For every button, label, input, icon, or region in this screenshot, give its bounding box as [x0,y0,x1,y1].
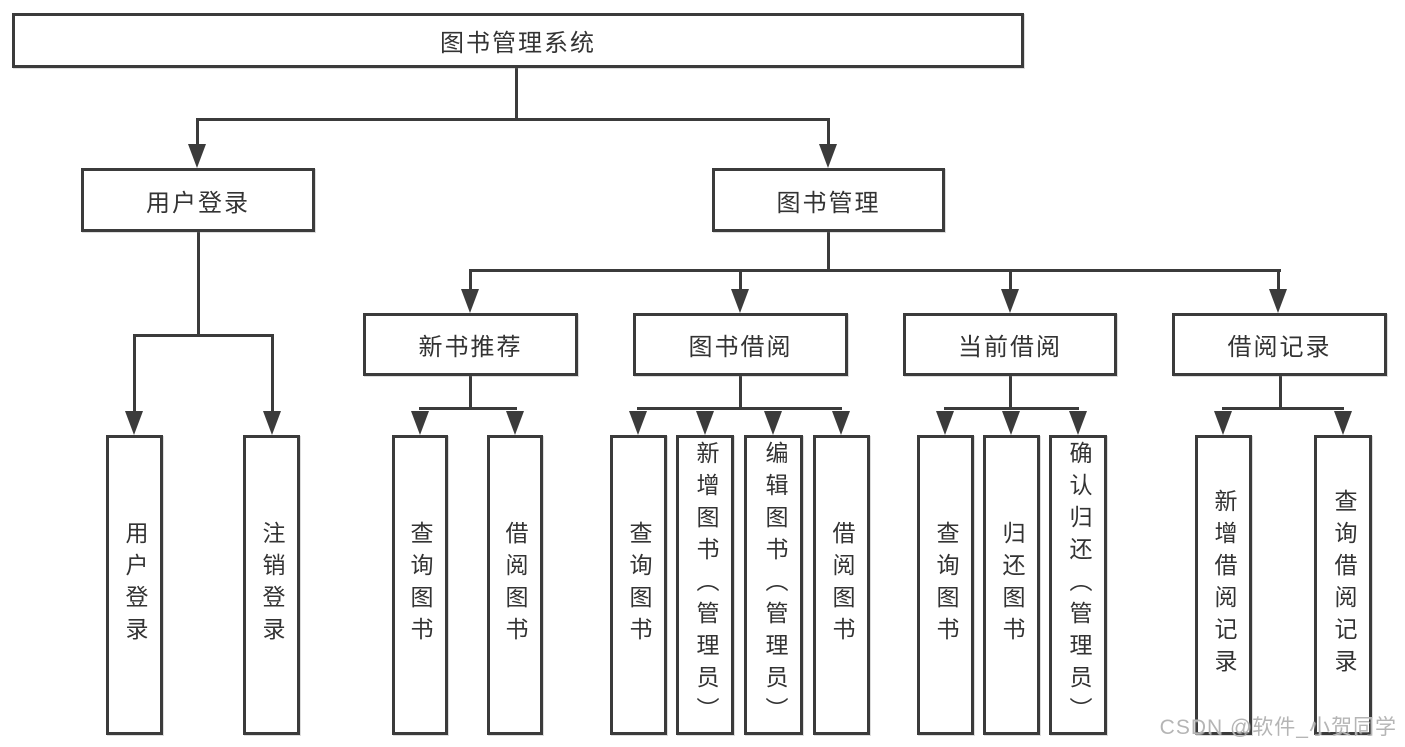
leaf-label: 查询图书 [407,521,433,649]
node-user-login: 用户登录 [81,168,315,232]
arrowhead-current-borrowing-icon [1001,289,1019,313]
edge-new-book-recommend-branch-bar [419,407,517,410]
edge-to-current-borrowing [1009,269,1012,293]
node-book-borrowing: 图书借阅 [633,313,848,376]
csdn-watermark: CSDN @软件_小贺同学 [1159,716,1397,739]
edge-root-branch-bar [196,118,830,121]
leaf-label: 查询借阅记录 [1331,489,1357,681]
leaf-label: 新增图书（管理员） [693,441,719,729]
arrowhead-leaf-icon [1214,411,1232,435]
node-label: 借阅记录 [1227,334,1332,361]
node-new-book-recommend: 新书推荐 [363,313,578,376]
leaf-add-borrow-record: 新增借阅记录 [1195,435,1252,735]
leaf-label: 编辑图书（管理员） [762,441,788,729]
leaf-logout: 注销登录 [243,435,300,735]
leaf-edit-books-admin: 编辑图书（管理员） [744,435,803,735]
leaf-label: 注销登录 [259,521,285,649]
arrowhead-borrow-records-icon [1269,289,1287,313]
leaf-label: 查询图书 [933,521,959,649]
arrowhead-leaf-icon [764,411,782,435]
node-borrow-records: 借阅记录 [1172,313,1387,376]
arrowhead-user-login-icon [188,144,206,168]
leaf-query-books-borrowing: 查询图书 [610,435,667,735]
arrowhead-leaf-icon [832,411,850,435]
node-library-management-system: 图书管理系统 [12,13,1024,68]
arrowhead-leaf-icon [629,411,647,435]
edge-to-leaf-user-login [133,334,136,413]
node-label: 当前借阅 [958,334,1062,361]
node-current-borrowing: 当前借阅 [903,313,1117,376]
arrowhead-leaf-icon [936,411,954,435]
node-label: 用户登录 [146,189,250,217]
arrowhead-leaf-user-login-icon [125,411,143,435]
edge-user-login-branch-bar [133,334,274,337]
edge-to-book-borrowing [739,269,742,293]
edge-new-book-recommend-stem [469,376,472,410]
leaf-confirm-return-admin: 确认归还（管理员） [1049,435,1107,735]
node-label: 图书管理系统 [440,30,596,57]
arrowhead-leaf-icon [506,411,524,435]
leaf-add-books-admin: 新增图书（管理员） [676,435,734,735]
edge-current-borrowing-stem [1009,376,1012,410]
leaf-label: 用户登录 [122,521,148,649]
edge-to-user-login [196,118,199,148]
arrowhead-leaf-icon [696,411,714,435]
leaf-borrow-books: 借阅图书 [813,435,870,735]
edge-user-login-stem [197,232,200,337]
arrowhead-leaf-icon [1069,411,1087,435]
leaf-query-books-recommend: 查询图书 [392,435,448,735]
arrowhead-book-management-icon [819,144,837,168]
edge-to-book-management [827,118,830,148]
arrowhead-leaf-icon [411,411,429,435]
leaf-label: 查询图书 [626,521,652,649]
edge-borrow-records-branch-bar [1222,407,1344,410]
arrowhead-leaf-icon [1334,411,1352,435]
edge-book-management-stem [827,232,830,272]
node-book-management: 图书管理 [712,168,945,232]
edge-book-management-branch-bar [469,269,1281,272]
leaf-return-books: 归还图书 [983,435,1040,735]
edge-current-borrowing-branch-bar [944,407,1079,410]
node-label: 新书推荐 [418,334,523,361]
edge-borrow-records-stem [1279,376,1282,410]
arrowhead-leaf-icon [1002,411,1020,435]
arrowhead-new-book-recommend-icon [461,289,479,313]
leaf-query-books-current: 查询图书 [917,435,974,735]
leaf-borrow-books-recommend: 借阅图书 [487,435,543,735]
leaf-label: 借阅图书 [502,521,528,649]
edge-book-borrowing-branch-bar [637,407,842,410]
node-label: 图书借阅 [688,334,793,361]
leaf-label: 归还图书 [999,521,1025,649]
edge-to-borrow-records [1277,269,1280,293]
leaf-label: 借阅图书 [829,521,855,649]
leaf-user-login: 用户登录 [106,435,163,735]
node-label: 图书管理 [776,189,881,217]
leaf-label: 新增借阅记录 [1211,489,1237,681]
edge-root-stem [515,68,518,121]
edge-to-leaf-logout [271,334,274,413]
leaf-label: 确认归还（管理员） [1066,441,1092,729]
leaf-query-borrow-record: 查询借阅记录 [1314,435,1372,735]
edge-book-borrowing-stem [739,376,742,410]
edge-to-new-book-recommend [469,269,472,293]
arrowhead-leaf-logout-icon [263,411,281,435]
arrowhead-book-borrowing-icon [731,289,749,313]
